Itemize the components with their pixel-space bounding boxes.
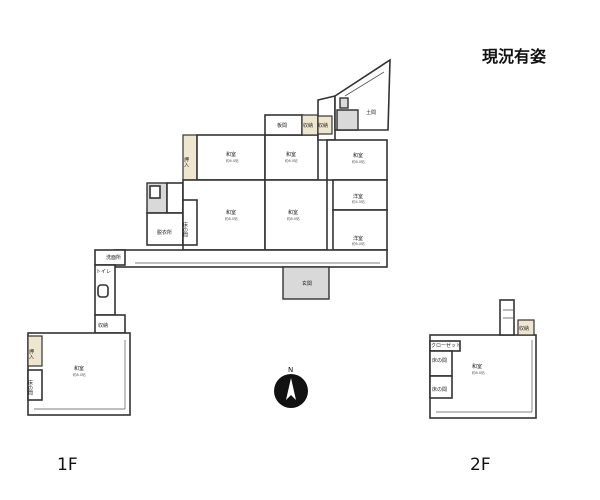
washitsu-1 <box>196 134 266 181</box>
genkan <box>282 266 330 300</box>
washitsu-1-size: 約6.0帖 <box>226 158 239 163</box>
floor-1-plan: 押入 和室 約6.0帖 和室 約6.0帖 板間 収納 和室 約6.0帖 洋室 約… <box>27 58 391 416</box>
closet-2f-label: クローゼット <box>431 342 461 349</box>
yoshitsu-1-name: 洋室 <box>353 193 363 200</box>
yoshitsu-1-size: 約4.5帖 <box>352 199 365 204</box>
tokonoma-1 <box>182 199 198 246</box>
washitsu-6 <box>27 332 131 416</box>
washitsu-4-size: 約8.0帖 <box>287 216 300 221</box>
toilet-label: トイレ <box>96 269 111 275</box>
toilet-bowl <box>97 284 109 298</box>
washitsu-5-size: 約6.0帖 <box>352 159 365 164</box>
shuno-2 <box>317 115 333 135</box>
condition-title: 現況有姿 <box>482 47 546 66</box>
doma-sink <box>339 97 349 109</box>
shuno-4-label: 収納 <box>98 322 108 329</box>
compass-label: N <box>288 366 293 374</box>
yoshitsu-2 <box>332 209 388 251</box>
washitsu-2f-name: 和室 <box>472 363 482 370</box>
washitsu-2-size: 約6.0帖 <box>285 158 298 163</box>
washitsu-2-name: 和室 <box>286 151 296 158</box>
tokonoma-1-label: 床の間 <box>182 221 188 238</box>
compass: N <box>274 366 308 408</box>
washitsu-2f-size: 約8.0帖 <box>472 370 485 375</box>
compass-arrow <box>286 378 296 400</box>
washitsu-6-name: 和室 <box>74 365 84 372</box>
shuno-2f <box>517 319 535 336</box>
oshiire-2 <box>27 335 43 367</box>
yoshitsu-2-size: 約6.0帖 <box>352 241 365 246</box>
washitsu-3-size: 約8.0帖 <box>225 216 238 221</box>
doma-label: 土間 <box>366 109 376 116</box>
washitsu-4 <box>264 179 328 251</box>
floor-1-label: 1F <box>57 455 78 475</box>
oshiire-1-label: 押入 <box>183 156 189 167</box>
corridor <box>114 249 388 268</box>
shuno-2-label: 収納 <box>318 122 328 129</box>
yoshitsu-2-name: 洋室 <box>353 235 363 242</box>
stair <box>499 299 515 336</box>
washitsu-5-name: 和室 <box>353 152 363 159</box>
washitsu-1-name: 和室 <box>226 151 236 158</box>
itanoma-label: 板間 <box>277 122 287 129</box>
washitsu-4-name: 和室 <box>288 209 298 216</box>
genkan-label: 玄関 <box>302 280 312 287</box>
oshiire-2-label: 押入 <box>28 348 34 359</box>
washitsu-6-size: 約8.0帖 <box>73 372 86 377</box>
tokonoma-2f-2 <box>429 375 453 399</box>
tokonoma-2 <box>27 369 43 401</box>
washitsu-3-name: 和室 <box>226 209 236 216</box>
floor-2-plan: 収納 クローゼット 床の間 床の間 和室 約8.0帖 <box>429 299 537 419</box>
washroom <box>146 212 184 246</box>
senmenjo-label: 洗面所 <box>106 254 121 261</box>
tokonoma-2f-1-label: 床の間 <box>432 357 447 364</box>
bathroom-2 <box>166 182 184 214</box>
washroom-label: 脱衣所 <box>157 229 172 236</box>
floor-2-label: 2F <box>470 455 491 475</box>
doma-tile <box>336 109 359 131</box>
doma-counter <box>344 71 385 97</box>
tokonoma-2-label: 床の間 <box>27 379 33 396</box>
shuno-2f-label: 収納 <box>519 325 529 332</box>
shuno-1-label: 収納 <box>303 122 313 129</box>
tokonoma-2f-2-label: 床の間 <box>432 386 447 393</box>
bathtub <box>149 185 161 199</box>
